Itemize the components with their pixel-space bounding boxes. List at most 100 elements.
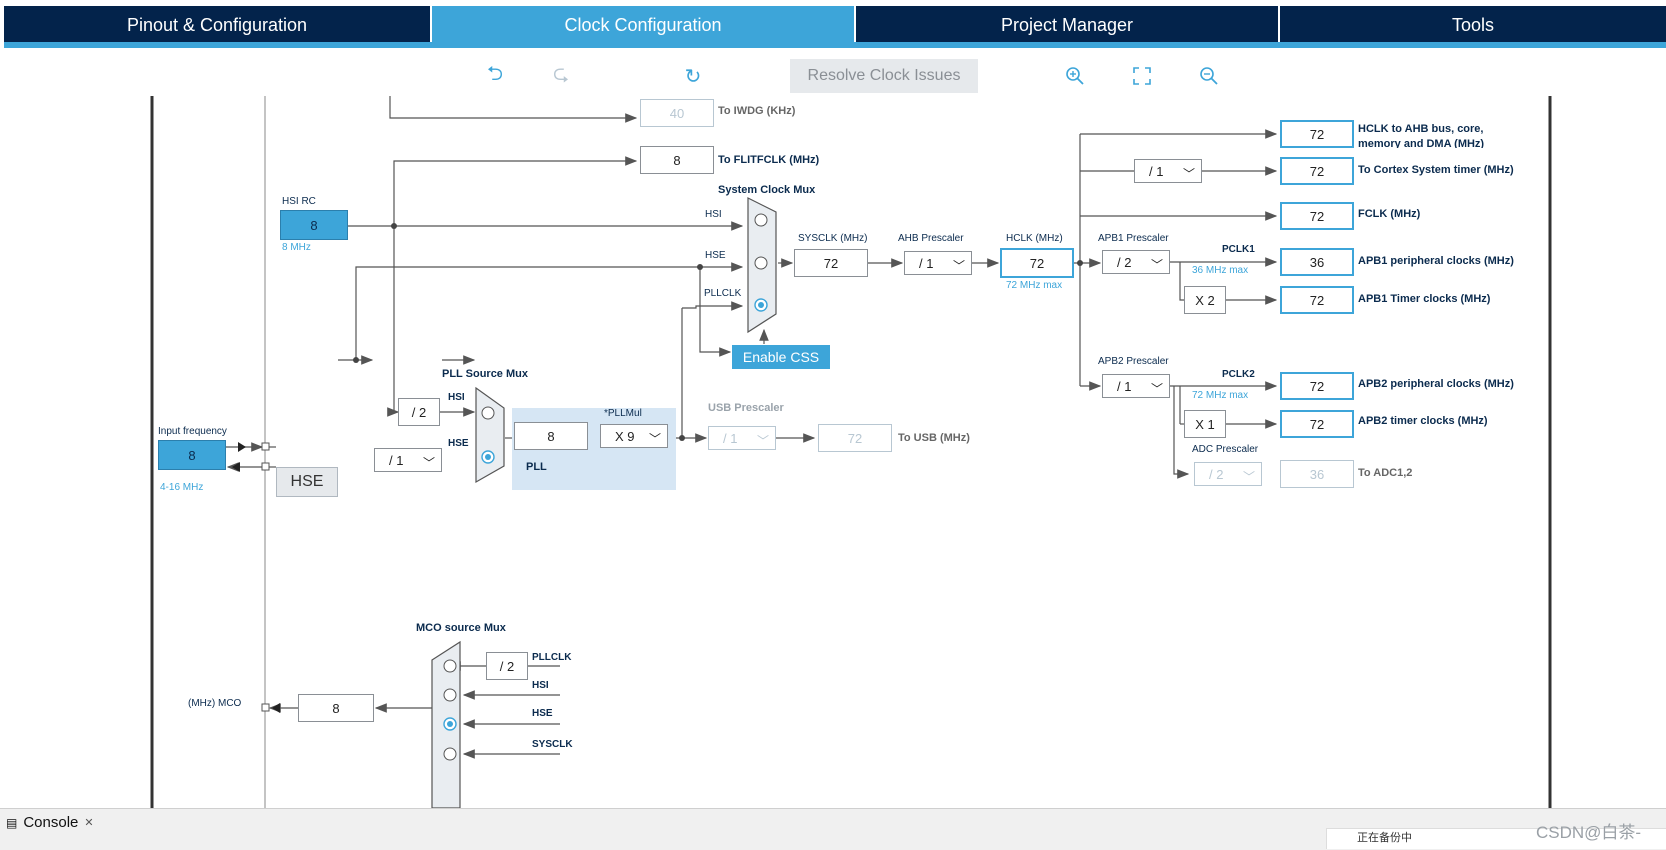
- pllmul-title: *PLLMul: [604, 408, 642, 419]
- redo-icon[interactable]: ⮎: [552, 63, 570, 85]
- chevron-down-icon: ﹀: [422, 456, 435, 470]
- adc-prescaler-select[interactable]: / 2﹀: [1194, 462, 1262, 486]
- zoom-in-icon[interactable]: [1060, 61, 1090, 91]
- output-cortex-value: 72: [1280, 157, 1354, 185]
- mco-input-hse: HSE: [532, 708, 553, 719]
- output-hclk-ahb-value: 72: [1280, 120, 1354, 148]
- tab-project-manager[interactable]: Project Manager: [856, 6, 1278, 44]
- resolve-clock-issues-button[interactable]: Resolve Clock Issues: [790, 59, 978, 93]
- hsi-rc-value: 8: [280, 210, 348, 240]
- output-fclk-label: FCLK (MHz): [1358, 208, 1421, 220]
- sysclk-value[interactable]: 72: [794, 249, 868, 277]
- output-apb2-periph-value: 72: [1280, 372, 1354, 400]
- chevron-down-icon: ﹀: [756, 434, 769, 448]
- apb2-prescaler-title: APB2 Prescaler: [1098, 356, 1169, 367]
- hse-oscillator-block[interactable]: HSE: [276, 467, 338, 497]
- watermark: CSDN@白茶-: [1536, 823, 1642, 842]
- chevron-down-icon: ﹀: [1182, 167, 1195, 181]
- mco-output-value: 8: [298, 694, 374, 722]
- output-adc-value: 36: [1280, 460, 1354, 488]
- flitfclk-value: 8: [640, 146, 714, 174]
- cortex-divider-select[interactable]: / 1﹀: [1134, 159, 1202, 183]
- ahb-prescaler-title: AHB Prescaler: [898, 233, 964, 244]
- chevron-down-icon: ﹀: [648, 432, 661, 446]
- pllmul-select[interactable]: X 9﹀: [600, 424, 668, 448]
- tab-underline: [4, 42, 1666, 48]
- iwdg-label: To IWDG (KHz): [718, 105, 796, 117]
- input-frequency-value[interactable]: 8: [158, 440, 226, 470]
- zoom-out-icon[interactable]: [1194, 61, 1224, 91]
- tab-bar: Pinout & Configuration Clock Configurati…: [0, 0, 1666, 50]
- apb2-prescaler-select[interactable]: / 1﹀: [1102, 374, 1170, 398]
- usb-prescaler-title: USB Prescaler: [708, 402, 784, 414]
- chevron-down-icon: ﹀: [1150, 382, 1163, 396]
- chevron-down-icon: ﹀: [1150, 258, 1163, 272]
- output-apb1-timer-value: 72: [1280, 286, 1354, 314]
- enable-css-button[interactable]: Enable CSS: [732, 345, 830, 369]
- close-icon[interactable]: ✕: [84, 817, 94, 829]
- tab-clock-configuration[interactable]: Clock Configuration: [432, 6, 854, 44]
- mco-input-pllclk: PLLCLK: [532, 652, 572, 663]
- pll-source-input-hsi: HSI: [448, 392, 465, 403]
- hsi-rc-title: HSI RC: [282, 196, 316, 207]
- mco-output-label: (MHz) MCO: [188, 698, 242, 709]
- output-fclk-value: 72: [1280, 202, 1354, 230]
- output-apb2-timer-value: 72: [1280, 410, 1354, 438]
- output-adc-label: To ADC1,2: [1358, 467, 1413, 479]
- mco-div2-value: / 2: [486, 652, 528, 680]
- pclk1-note: 36 MHz max: [1192, 265, 1249, 276]
- pclk2-note: 72 MHz max: [1192, 390, 1249, 401]
- clock-diagram-canvas: PLL 8 *PLLMul X 9﹀ 40 To IWDG (KHz) 8 To…: [0, 96, 1666, 808]
- input-frequency-range: 4-16 MHz: [160, 482, 204, 493]
- refresh-icon[interactable]: ↻: [684, 65, 702, 88]
- usb-prescaler-select[interactable]: / 1﹀: [708, 426, 776, 450]
- undo-icon[interactable]: ⮌: [486, 63, 504, 85]
- pclk2-title: PCLK2: [1222, 369, 1255, 380]
- apb2-timer-multiplier: X 1: [1184, 410, 1226, 438]
- hsi-rc-note: 8 MHz: [282, 242, 311, 253]
- mco-input-sysclk: SYSCLK: [532, 739, 573, 750]
- output-hclk-ahb-label: HCLK to AHB bus, core,: [1358, 123, 1484, 135]
- tab-tools[interactable]: Tools: [1280, 6, 1666, 44]
- sysclk-mux-input-hsi: HSI: [705, 209, 722, 220]
- fit-screen-icon[interactable]: [1127, 61, 1157, 91]
- pll-label: PLL: [526, 461, 547, 473]
- sysclk-mux-input-hse: HSE: [705, 250, 726, 261]
- output-apb1-periph-value: 36: [1280, 248, 1354, 276]
- backup-notification: 正在备份中: [1326, 828, 1666, 849]
- chevron-down-icon: ﹀: [952, 259, 965, 273]
- input-frequency-title: Input frequency: [158, 426, 227, 437]
- hsi-div2-value: / 2: [398, 398, 440, 426]
- console-icon: ▤: [6, 815, 18, 830]
- apb1-prescaler-title: APB1 Prescaler: [1098, 233, 1169, 244]
- hclk-title: HCLK (MHz): [1006, 233, 1063, 244]
- sysclk-mux-input-pllclk: PLLCLK: [704, 288, 742, 299]
- pll-source-input-hse: HSE: [448, 438, 469, 449]
- usb-output-label: To USB (MHz): [898, 432, 970, 444]
- pll-source-mux-title: PLL Source Mux: [442, 368, 528, 380]
- usb-output-value: 72: [818, 424, 892, 452]
- console-tab[interactable]: ▤ Console ✕: [6, 814, 94, 831]
- sysclk-title: SYSCLK (MHz): [798, 233, 868, 244]
- ahb-prescaler-select[interactable]: / 1﹀: [904, 251, 972, 275]
- mco-input-hsi: HSI: [532, 680, 549, 691]
- clock-diagram-wires: [150, 96, 1552, 808]
- backup-notification-text: 正在备份中: [1357, 832, 1412, 844]
- mco-source-mux-title: MCO source Mux: [416, 622, 506, 634]
- apb1-prescaler-select[interactable]: / 2﹀: [1102, 250, 1170, 274]
- output-apb1-periph-label: APB1 peripheral clocks (MHz): [1358, 255, 1514, 267]
- iwdg-value: 40: [640, 99, 714, 127]
- pll-input-value: 8: [514, 422, 588, 450]
- tab-pinout-configuration[interactable]: Pinout & Configuration: [4, 6, 430, 44]
- system-clock-mux-title: System Clock Mux: [718, 184, 816, 196]
- hse-prediv-select[interactable]: / 1﹀: [374, 448, 442, 472]
- output-apb1-timer-label: APB1 Timer clocks (MHz): [1358, 293, 1491, 305]
- output-cortex-label: To Cortex System timer (MHz): [1358, 164, 1514, 176]
- apb1-timer-multiplier: X 2: [1184, 286, 1226, 314]
- adc-prescaler-title: ADC Prescaler: [1192, 444, 1259, 455]
- hclk-value[interactable]: 72: [1000, 248, 1074, 278]
- pclk1-title: PCLK1: [1222, 244, 1255, 255]
- chevron-down-icon: ﹀: [1242, 470, 1255, 484]
- output-apb2-timer-label: APB2 timer clocks (MHz): [1358, 415, 1488, 427]
- output-hclk-ahb-label-2: memory and DMA (MHz): [1358, 138, 1485, 148]
